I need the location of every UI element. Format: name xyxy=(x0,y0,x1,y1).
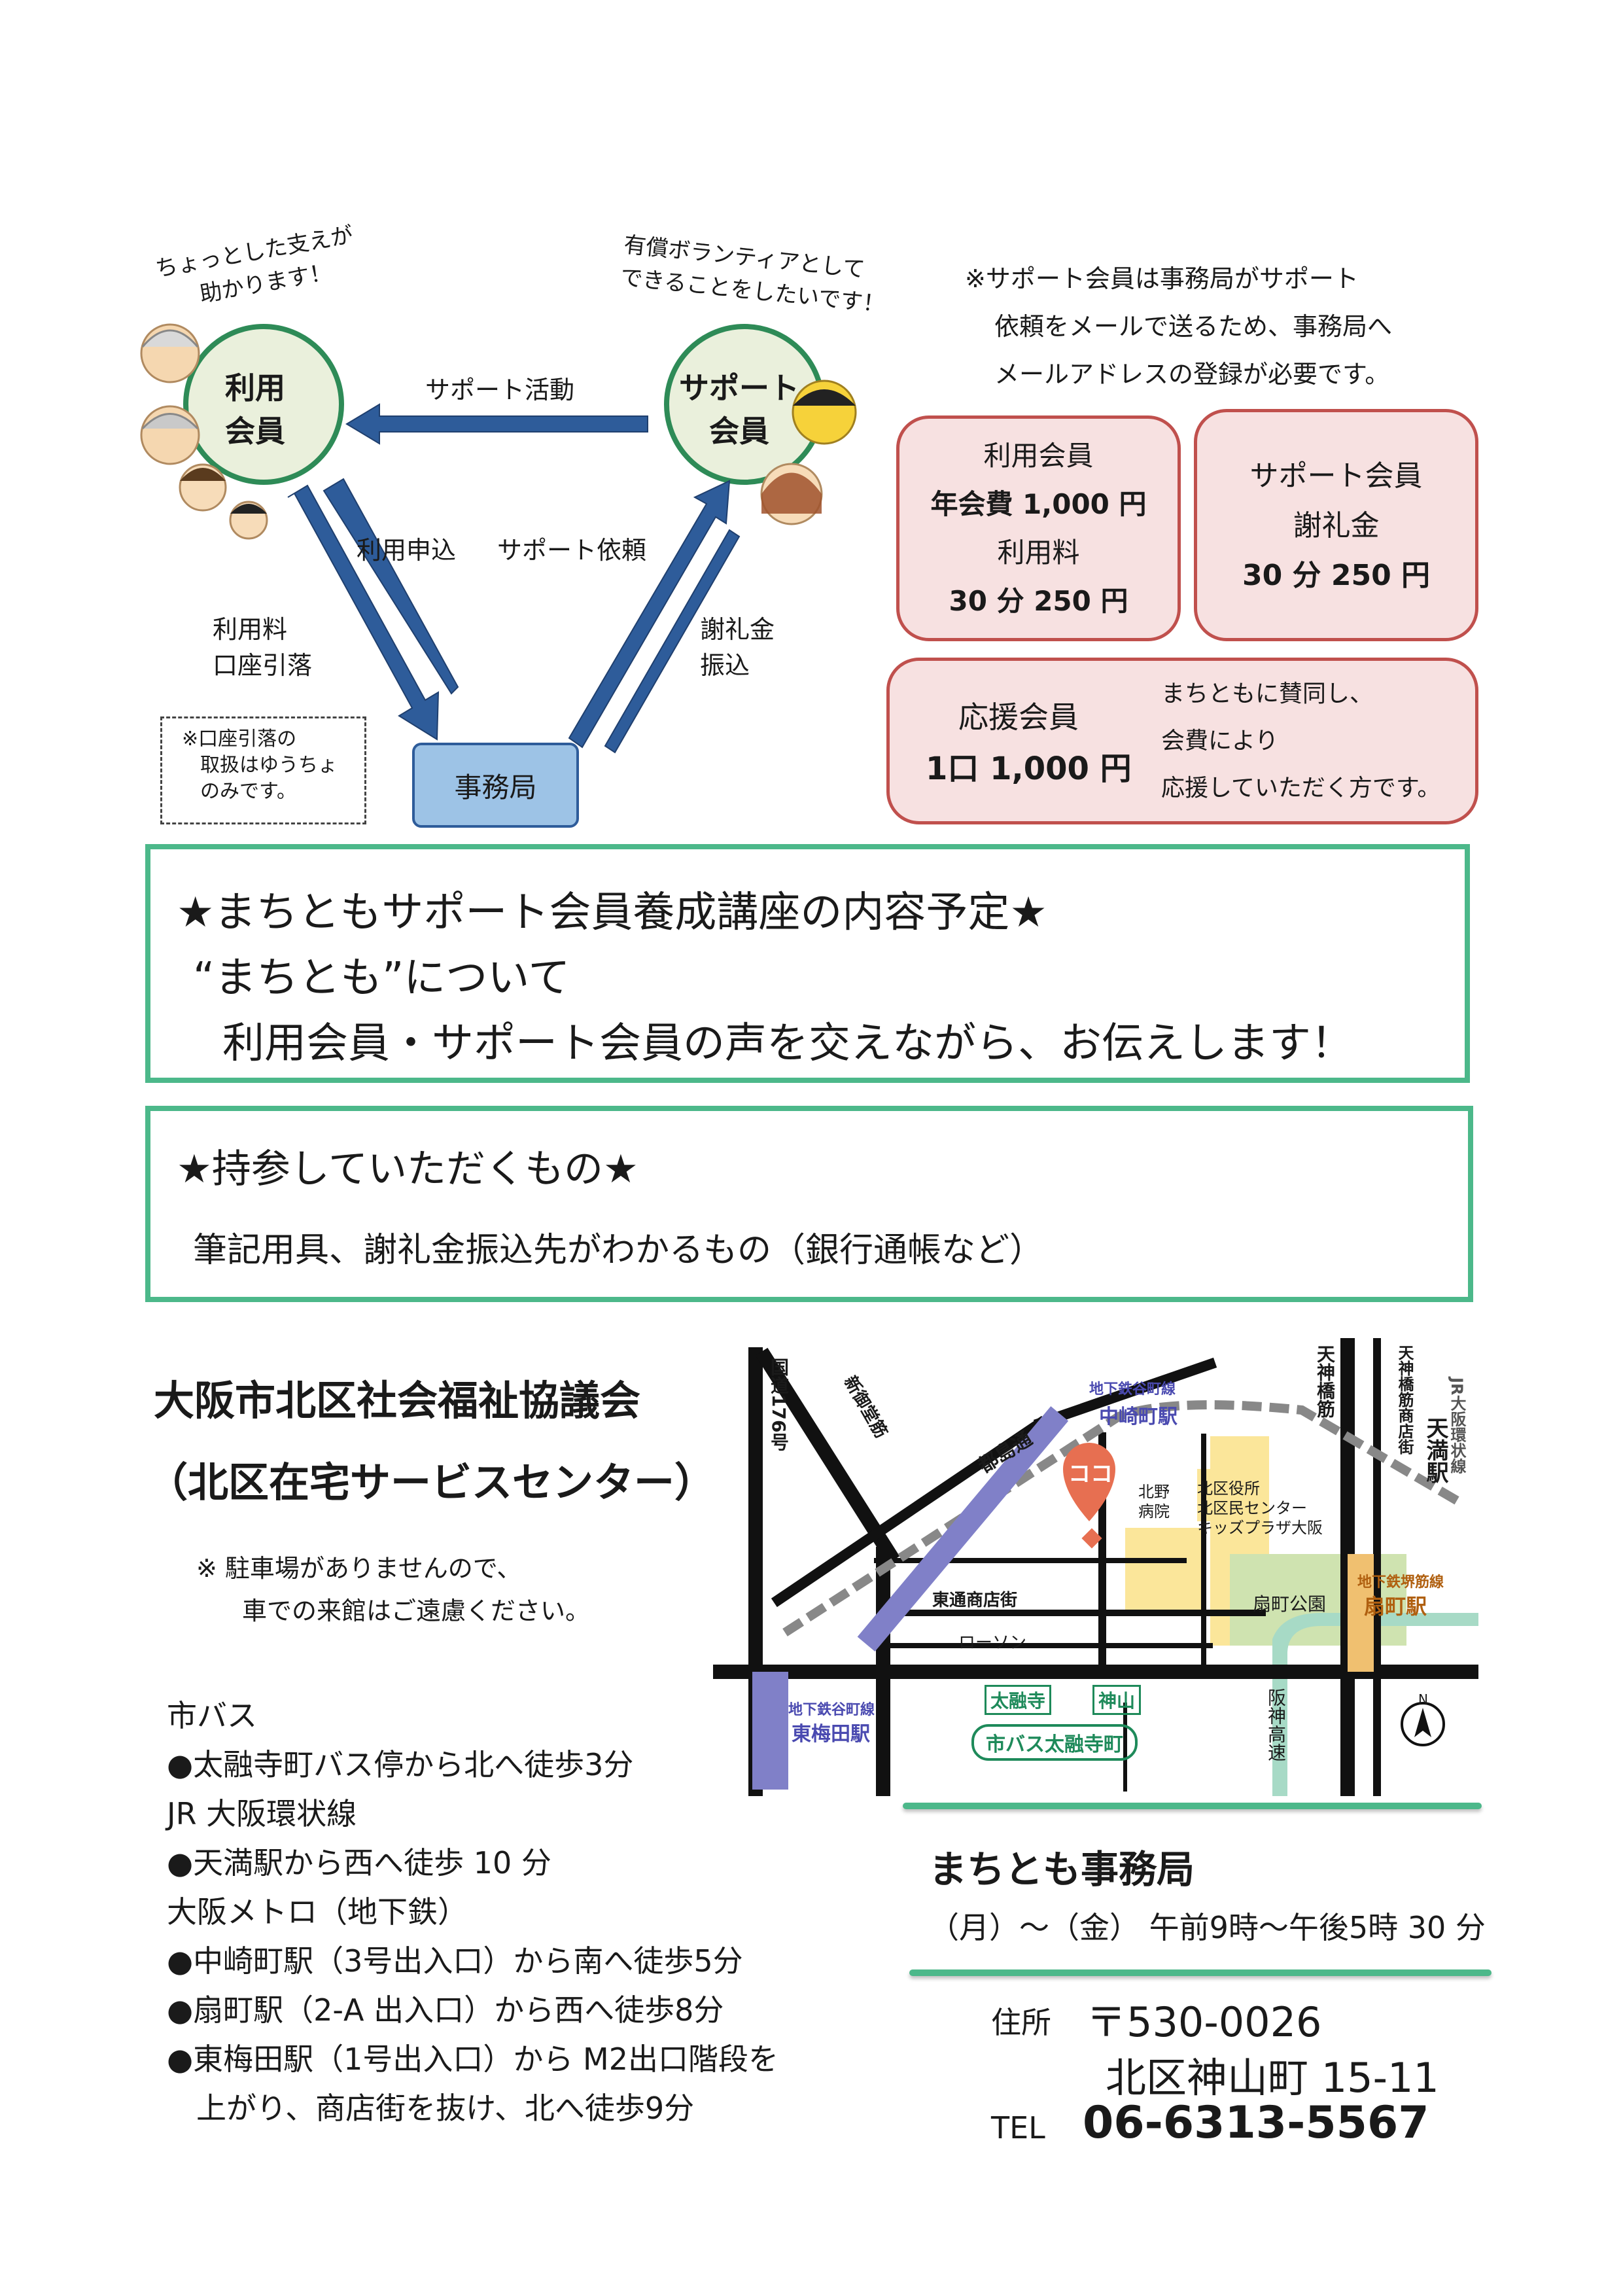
map-higashiumeda: 東梅田駅 xyxy=(792,1723,870,1746)
map-nakazaki: 中崎町駅 xyxy=(1099,1405,1178,1428)
map-koko: ココ xyxy=(1068,1461,1113,1487)
map-lawson: ローソン xyxy=(958,1633,1027,1653)
map-higashidori: 東通商店街 xyxy=(932,1591,1018,1610)
org-name: 大阪市北区社会福祉協議会 xyxy=(154,1377,641,1424)
map-kamiyama: 神山 xyxy=(1092,1685,1142,1715)
access-map: ココ 国道176号 新御堂筋 都島通 天神橋筋 天神橋筋商店街 JR大阪環状線 … xyxy=(713,1338,1478,1796)
map-taiyuji: 太融寺 xyxy=(985,1685,1052,1715)
office-name: まちとも事務局 xyxy=(929,1847,1195,1892)
map-nakazaki-line: 地下鉄谷町線 xyxy=(1089,1381,1176,1398)
access-list: 市バス ●太融寺町バス停から北へ徒歩3分 JR 大阪環状線 ●天満駅から西へ徒歩… xyxy=(167,1698,778,2126)
arrow-label-request: サポート依頼 xyxy=(497,536,647,565)
fee-debit-label: 利用料 口座引落 xyxy=(213,615,313,680)
course-line2: 利用会員・サポート会員の声を交えながら、お伝えします！ xyxy=(222,1019,1353,1068)
course-title: ★まちともサポート会員養成講座の内容予定★ xyxy=(177,889,1047,937)
map-tenma: 天満駅 xyxy=(1422,1417,1448,1483)
map-tenjinbashi: 天神橋筋 xyxy=(1314,1345,1336,1418)
org-sub: （北区在宅サービスセンター） xyxy=(147,1458,716,1506)
support-fee-box: サポート会員 謝礼金 30 分 250 円 xyxy=(1194,409,1478,641)
office-address: 北区神山町 15-11 xyxy=(1106,2054,1439,2102)
arrows-graphic xyxy=(287,403,741,754)
bring-box: ★持参していただくもの★ 筆記用具、謝礼金振込先がわかるもの（銀行通帳など） xyxy=(145,1106,1473,1302)
cheer-member-box: 応援会員 1口 1,000 円 まちともに賛同し、 会費により 応援していただく… xyxy=(886,658,1478,824)
honorarium-label: 謝礼金 振込 xyxy=(700,615,775,680)
map-hanshin: 阪神高速 xyxy=(1265,1688,1287,1761)
office-bottom-bar xyxy=(909,1969,1492,1976)
tel-label: TEL xyxy=(991,2110,1045,2146)
map-bus-stop: 市バス太融寺町 xyxy=(971,1724,1138,1761)
user-member-circle xyxy=(183,324,344,485)
parking-note: ※ 駐車場がありませんので、 車での来館はご遠慮ください。 xyxy=(196,1554,591,1625)
map-jr-loop: JR大阪環状線 xyxy=(1448,1377,1466,1474)
map-north: N xyxy=(1418,1691,1428,1707)
email-note: ※サポート会員は事務局がサポート 依頼をメールで送るため、事務局へ メールアドレ… xyxy=(965,264,1393,389)
office-box: 事務局 xyxy=(412,743,579,828)
course-box: ★まちともサポート会員養成講座の内容予定★ “まちとも”について 利用会員・サポ… xyxy=(145,844,1470,1083)
bring-items: 筆記用具、謝礼金振込先がわかるもの（銀行通帳など） xyxy=(193,1231,1044,1270)
map-route176: 国道176号 xyxy=(768,1358,790,1451)
arrow-label-support-activity: サポート活動 xyxy=(425,376,575,404)
bring-title: ★持参していただくもの★ xyxy=(177,1146,638,1192)
office-hours: （月）～（金） 午前9時～午後5時 30 分 xyxy=(929,1910,1486,1945)
postal-code: 〒530-0026 xyxy=(1086,1998,1322,2046)
supporters-illustration xyxy=(760,380,857,525)
map-tanimachi-line: 地下鉄谷町線 xyxy=(788,1702,875,1718)
map-sakaisuji-line: 地下鉄堺筋線 xyxy=(1357,1574,1444,1591)
map-kuyakusho: 北区役所 北区民センター キッズプラザ大阪 xyxy=(1197,1479,1323,1537)
user-fee-box: 利用会員 年会費 1,000 円 利用料 30 分 250 円 xyxy=(896,415,1181,641)
map-tenjin-shopping: 天神橋筋商店街 xyxy=(1395,1345,1414,1455)
map-ogimachi: 扇町駅 xyxy=(1364,1594,1427,1619)
tel-number: 06-6313-5567 xyxy=(1083,2097,1429,2149)
map-kitano: 北野病院 xyxy=(1138,1483,1170,1521)
map-roads-graphic xyxy=(713,1338,1478,1796)
office-top-bar xyxy=(903,1803,1482,1809)
arrow-label-apply: 利用申込 xyxy=(357,536,457,565)
course-line1: “まちとも”について xyxy=(193,954,570,1002)
map-ogimachi-park: 扇町公園 xyxy=(1253,1593,1327,1615)
support-member-label: サポート 会員 xyxy=(679,370,799,449)
address-label: 住所 xyxy=(991,2005,1051,2040)
elderly-users-illustration xyxy=(140,323,268,540)
cheer-description: まちともに賛同し、 会費により 応援していただく方です。 xyxy=(1161,680,1441,802)
user-member-label: 利用 会員 xyxy=(225,370,285,449)
yucho-note: ※口座引落の 取扱はゆうちょ のみです。 xyxy=(160,716,366,824)
